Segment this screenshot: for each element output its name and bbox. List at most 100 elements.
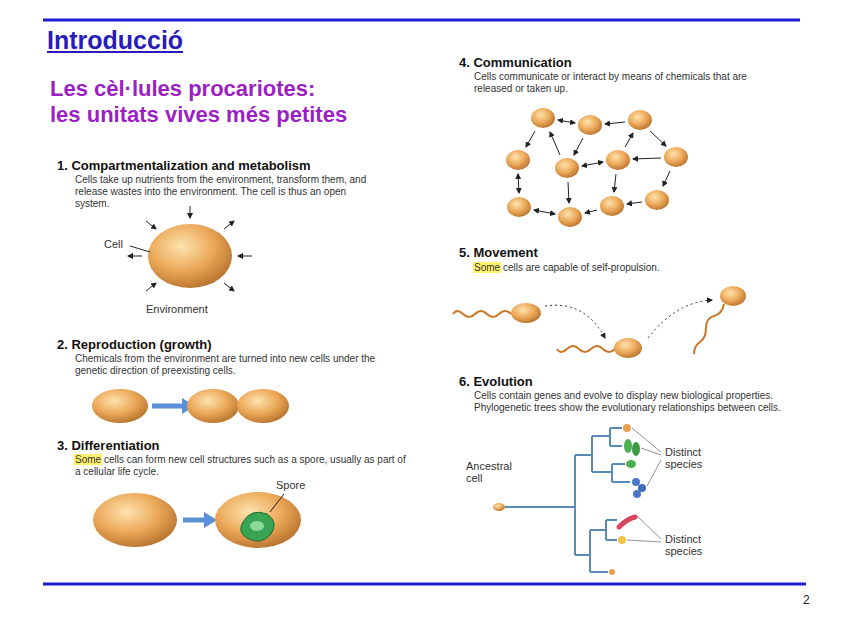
phylogenetic-tree-part xyxy=(626,460,636,468)
motile-cells-part-part xyxy=(453,311,511,317)
part-label: Distinct species xyxy=(665,446,719,470)
part-label: Ancestral cell xyxy=(466,460,526,484)
cell-metabolism-part-part xyxy=(146,283,156,291)
cell-network-part-part xyxy=(531,108,555,128)
cell-network-part-part xyxy=(650,131,666,146)
cell-network-part-part xyxy=(534,210,555,214)
cell-network-part-part xyxy=(625,133,633,147)
cell-network-part-part xyxy=(526,131,535,147)
panel-heading: 2. Reproduction (growth) xyxy=(57,337,212,352)
phylogenetic-tree-part-part xyxy=(505,428,630,555)
cell-division xyxy=(92,389,289,423)
panel-text: Cells take up nutrients from the environ… xyxy=(75,174,370,210)
cell-metabolism-part-part xyxy=(130,246,150,252)
cell-network-part-part xyxy=(664,147,688,167)
phylogenetic-tree-part xyxy=(618,536,626,544)
cell-network-part-part xyxy=(600,196,624,216)
motile-cells-part-part xyxy=(648,300,712,338)
cell-metabolism xyxy=(128,206,252,291)
panel-heading: 4. Communication xyxy=(459,55,572,70)
motile-cells-part xyxy=(453,304,724,354)
cell-metabolism-part xyxy=(148,224,232,288)
motile-cells xyxy=(453,286,746,358)
cell-network-part-part xyxy=(605,122,625,124)
phylogenetic-tree xyxy=(493,424,661,575)
cell-network-part-part xyxy=(568,182,569,203)
motile-cells-part xyxy=(614,338,642,358)
cell-metabolism-part xyxy=(128,206,252,291)
cell-network-part-part xyxy=(606,150,630,170)
cell-network-part-part xyxy=(633,158,661,159)
phylogenetic-tree-part xyxy=(627,428,661,542)
part-label: Environment xyxy=(146,303,208,315)
part-label: Distinct species xyxy=(665,533,719,557)
motile-cells-part xyxy=(511,303,541,323)
phylogenetic-tree-part xyxy=(633,490,641,498)
phylogenetic-tree-part-part xyxy=(632,428,661,452)
page-number: 2 xyxy=(803,593,810,607)
cell-metabolism-part-part xyxy=(238,256,252,257)
phylogenetic-tree-part xyxy=(632,478,640,486)
cell-network-part-part xyxy=(518,174,519,193)
cell-network-part-part xyxy=(558,120,575,123)
cell-division-part xyxy=(152,404,183,409)
panel-text: Some cells are capable of self-propulsio… xyxy=(474,262,794,274)
cell-division-part xyxy=(187,389,239,423)
motile-cells-part xyxy=(720,286,746,306)
cell-network-part-part xyxy=(645,190,669,210)
panel-text: Cells communicate or interact by means o… xyxy=(474,71,779,95)
cell-division-part xyxy=(237,389,289,423)
frame-line xyxy=(43,20,806,584)
phylogenetic-tree-part xyxy=(619,517,635,527)
phylogenetic-tree-part-part xyxy=(637,516,661,539)
cell-spore-part xyxy=(250,521,264,531)
cell-metabolism-part-part xyxy=(190,206,191,218)
phylogenetic-tree-part-part xyxy=(627,540,661,542)
cell-network-part-part xyxy=(555,158,579,178)
panel-heading: 1. Compartmentalization and metabolism xyxy=(57,158,311,173)
panel-text: Chemicals from the environment are turne… xyxy=(75,353,380,377)
phylogenetic-tree-part xyxy=(623,424,631,432)
phylogenetic-tree-part-part xyxy=(641,448,661,455)
phylogenetic-tree-part xyxy=(609,569,615,575)
cell-metabolism-part-part xyxy=(224,283,234,291)
motile-cells-part xyxy=(545,300,712,338)
frame-line-part xyxy=(43,19,800,22)
part-label: Spore xyxy=(276,479,305,491)
panel-text: Some cells can form new cell structures … xyxy=(75,454,410,478)
part-label: Cell xyxy=(104,238,123,250)
cell-network-part-part xyxy=(578,115,602,135)
phylogenetic-tree-part xyxy=(505,428,630,572)
panel-heading: 5. Movement xyxy=(459,245,538,260)
cell-spore-part xyxy=(215,492,301,548)
motile-cells-part-part xyxy=(557,346,615,352)
cell-spore-part xyxy=(183,518,205,523)
cell-network-part-part xyxy=(558,207,582,227)
phylogenetic-tree-part-part xyxy=(575,520,617,572)
cell-network-part-part xyxy=(550,132,560,155)
cell-spore-part xyxy=(241,512,274,541)
phylogenetic-tree-part xyxy=(624,439,632,453)
subtitle: Les cèl·lules procariotes: les unitats v… xyxy=(50,76,351,128)
cell-network-part-part xyxy=(627,202,642,204)
cell-network-part-part xyxy=(614,174,616,192)
cell-network-part-part xyxy=(585,210,597,213)
phylogenetic-tree-part xyxy=(493,503,505,511)
cell-network-part-part xyxy=(628,110,652,130)
cell-network-part-part xyxy=(574,138,583,155)
cell-network-part-part xyxy=(506,150,530,170)
cell-metabolism-part-part xyxy=(128,256,142,257)
phylogenetic-tree-part-part xyxy=(647,460,661,486)
cell-network-part xyxy=(518,120,670,214)
cell-network-part-part xyxy=(507,197,531,217)
slide-title: Introducció xyxy=(47,26,183,55)
panel-text: Cells contain genes and evolve to displa… xyxy=(474,390,784,414)
panel-heading: 3. Differentiation xyxy=(57,438,160,453)
cell-network-part-part xyxy=(582,162,603,166)
cell-spore xyxy=(93,492,301,548)
cell-network xyxy=(506,108,688,227)
cell-network-part-part xyxy=(663,171,670,186)
cell-spore-part xyxy=(270,494,284,512)
frame-line-part xyxy=(43,583,806,586)
motile-cells-part-part xyxy=(694,304,724,354)
